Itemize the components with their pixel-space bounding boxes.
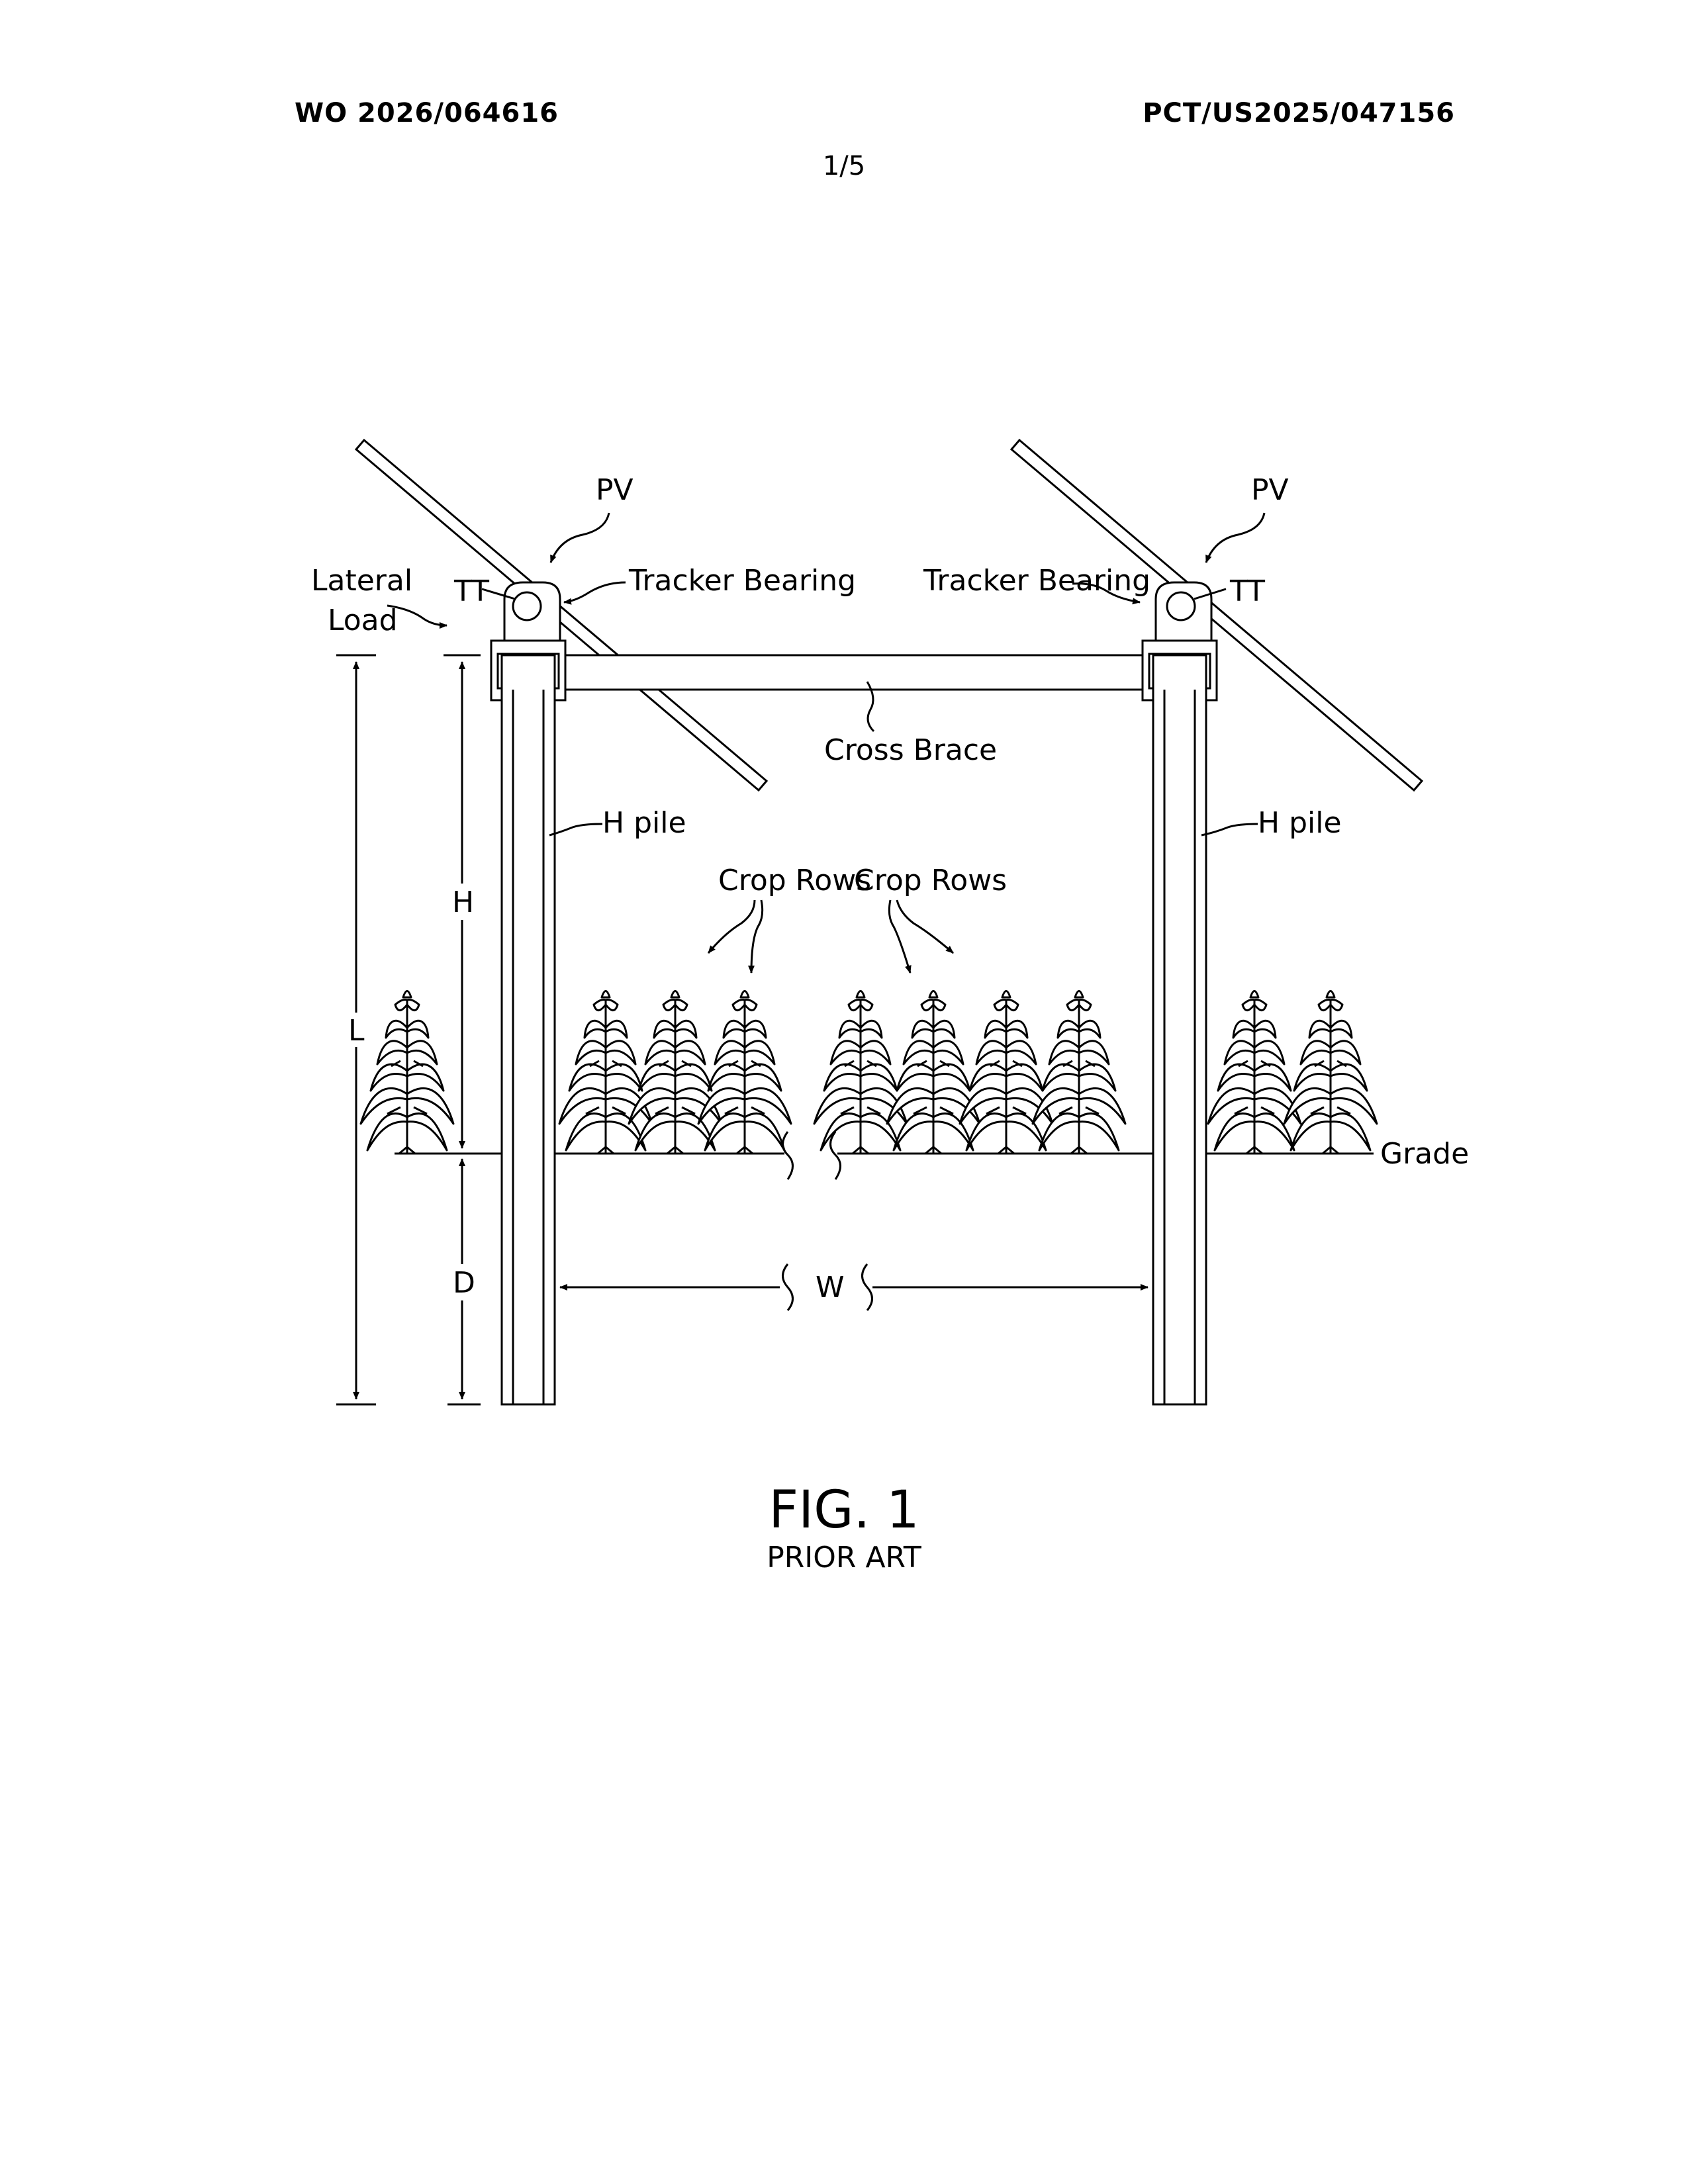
grade-label: Grade <box>1380 1137 1469 1171</box>
crop-plant <box>559 991 652 1154</box>
crop-plant <box>1208 991 1301 1154</box>
pv-label-right: PV <box>1251 473 1289 507</box>
tracker-bearing-label-right: Tracker Bearing <box>923 564 1150 598</box>
crop-plant <box>1033 991 1125 1154</box>
figure-title: FIG. 1 <box>769 1480 919 1540</box>
dimension-l-label: L <box>348 1014 365 1048</box>
tracker-bearing-label-left: Tracker Bearing <box>628 564 856 598</box>
crop-rows-label-right: Crop Rows <box>854 864 1007 897</box>
crop-plant <box>960 991 1053 1154</box>
figure-subtitle: PRIOR ART <box>767 1541 921 1574</box>
tt-label-left: TT <box>453 574 489 608</box>
dimension-w-label: W <box>816 1271 845 1304</box>
cross-brace-label: Cross Brace <box>824 733 997 767</box>
h-pile-label-left: H pile <box>602 806 686 840</box>
dimension-d-label: D <box>453 1266 475 1300</box>
crop-plant <box>1284 991 1377 1154</box>
crop-plant <box>814 991 907 1154</box>
pv-label-left: PV <box>596 473 633 507</box>
h-pile-label-right: H pile <box>1258 806 1342 840</box>
crop-plant <box>361 991 453 1154</box>
crop-rows-label-left: Crop Rows <box>718 864 871 897</box>
lateral-load-label-line1: Lateral <box>311 564 412 598</box>
crop-plant <box>887 991 980 1154</box>
tt-label-right: TT <box>1229 574 1265 608</box>
dimension-h-label: H <box>452 886 474 919</box>
lateral-load-label-line2: Load <box>328 604 398 637</box>
crop-plant <box>698 991 791 1154</box>
crop-plant <box>629 991 722 1154</box>
